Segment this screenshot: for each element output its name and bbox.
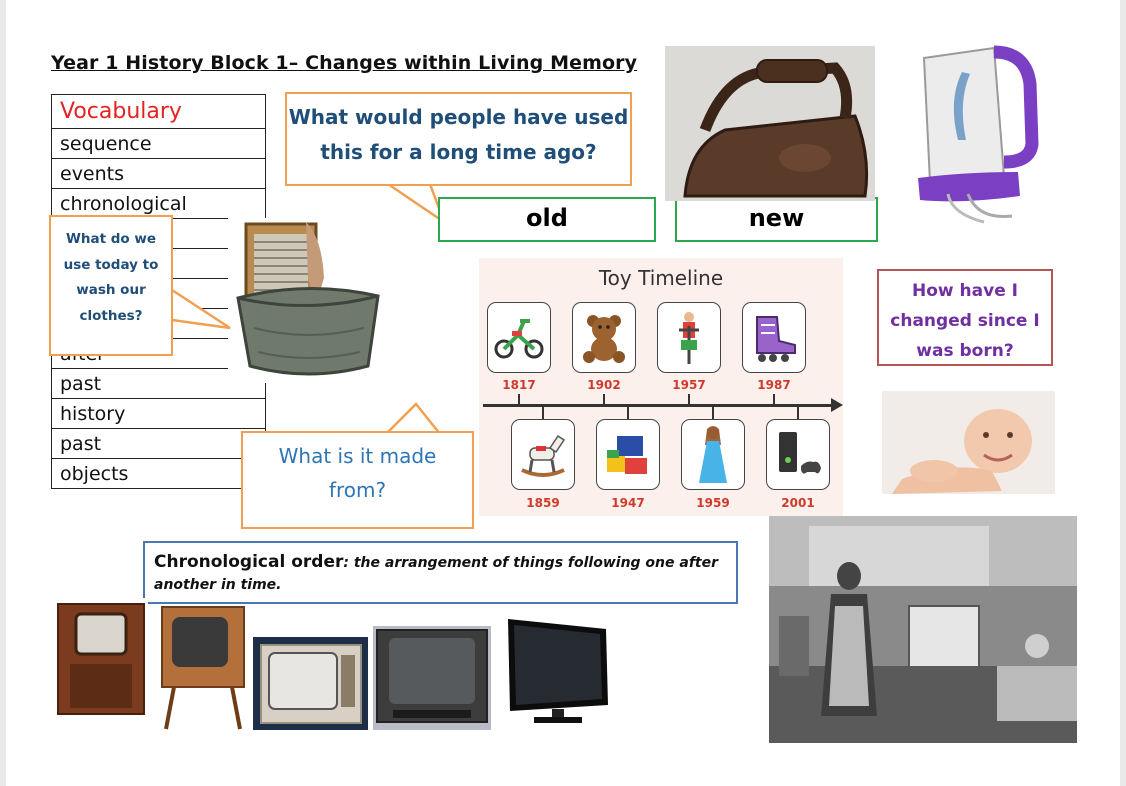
roller-skate-card [742, 302, 806, 373]
building-blocks-card [596, 419, 660, 490]
question-text: wash our [76, 282, 146, 298]
label-old: old [438, 197, 656, 242]
vocab-word: objects [51, 458, 266, 489]
vocab-word: events [51, 158, 266, 189]
vocabulary-heading: Vocabulary [51, 94, 266, 129]
question-long-ago: What would people have used this for a l… [285, 92, 632, 186]
timeline-tick [518, 394, 520, 406]
toy-timeline: Toy Timeline [479, 258, 843, 516]
question-text: What would people have used [288, 105, 629, 129]
timeline-year: 1817 [502, 378, 536, 392]
page-title: Year 1 History Block 1– Changes within L… [51, 52, 638, 74]
timeline-year: 1957 [672, 378, 706, 392]
question-text: from? [328, 478, 387, 502]
washtub-photo [228, 218, 388, 383]
old-iron-photo [665, 46, 875, 201]
question-text: What is it made [278, 444, 437, 468]
pogo-stick-card [657, 302, 721, 373]
question-text: How have I [912, 281, 1018, 301]
rocking-horse-icon [521, 434, 566, 477]
question-text: use today to [63, 256, 159, 273]
question-text: changed since I [890, 311, 1040, 331]
roller-skate-icon [756, 315, 796, 362]
question-text: clothes? [79, 307, 143, 324]
pogo-stick-icon [679, 311, 699, 364]
timeline-tick [627, 407, 629, 419]
vocab-word: sequence [51, 128, 266, 159]
label-new: new [675, 197, 878, 242]
definition-box: Chronological order: the arrangement of … [143, 541, 738, 604]
timeline-title: Toy Timeline [598, 266, 724, 290]
rocking-horse-card [511, 419, 575, 490]
timeline-tick [542, 407, 544, 419]
timeline-tick [712, 407, 714, 419]
timeline-year: 1859 [526, 496, 560, 510]
timeline-tick [773, 394, 775, 406]
vocab-word: past [51, 428, 266, 459]
timeline-year: 2001 [781, 496, 815, 510]
teddy-bear-icon [583, 314, 625, 363]
tv-1990s-photo [373, 626, 491, 730]
timeline-arrowhead [831, 398, 843, 412]
question-wash-clothes: What do we use today to wash our clothes… [49, 215, 173, 356]
game-console-card [766, 419, 830, 490]
tv-1970s-photo [253, 637, 368, 730]
building-blocks-icon [607, 435, 647, 474]
question-text: this for a long time ago? [320, 140, 597, 164]
question-made-from: What is it made from? [241, 431, 474, 529]
vintage-kitchen-photo [769, 516, 1077, 743]
flat-screen-tv-photo [504, 613, 614, 725]
timeline-year: 1902 [587, 378, 621, 392]
definition-term: Chronological order [154, 552, 344, 572]
timeline-tick [797, 407, 799, 419]
tricycle-card [487, 302, 551, 373]
timeline-axis [483, 404, 835, 407]
doll-icon [699, 425, 727, 483]
question-text: What do we [65, 231, 157, 247]
tv-1950s-photo [158, 605, 248, 730]
tv-1930s-photo [54, 598, 148, 716]
speech-tail [385, 402, 441, 435]
tricycle-icon [494, 318, 544, 358]
vocab-word: chronological [51, 188, 266, 219]
speech-tail [171, 288, 231, 330]
electric-kettle-photo [908, 44, 1040, 224]
game-console-icon [779, 431, 821, 474]
timeline-year: 1947 [611, 496, 645, 510]
question-changed-since-born: How have I changed since I was born? [877, 269, 1053, 366]
definition-text: : the arrangement of things following on… [154, 555, 719, 593]
baby-photo [882, 391, 1055, 494]
vocab-word: history [51, 398, 266, 429]
question-text: was born? [916, 341, 1014, 361]
timeline-tick [688, 394, 690, 406]
worksheet-page: Year 1 History Block 1– Changes within L… [6, 0, 1120, 786]
doll-card [681, 419, 745, 490]
timeline-year: 1987 [757, 378, 791, 392]
timeline-tick [603, 394, 605, 406]
teddy-bear-card [572, 302, 636, 373]
timeline-year: 1959 [696, 496, 730, 510]
